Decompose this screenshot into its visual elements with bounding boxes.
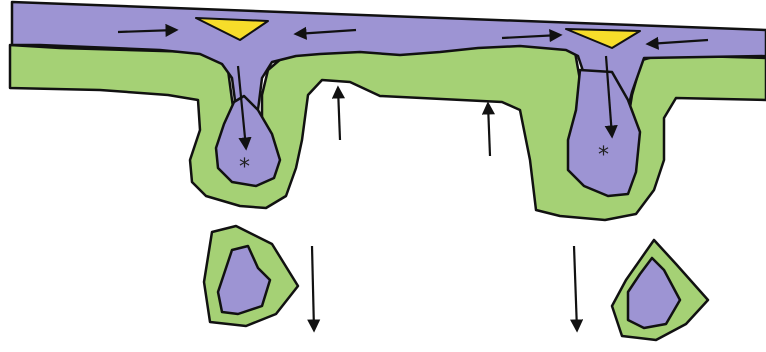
falling-arrow-right: [574, 246, 577, 330]
outer-layer-band: [10, 38, 766, 220]
upward-arrow-2: [488, 104, 490, 156]
falling-arrow-left: [312, 246, 314, 330]
fold-tip-marker-right: *: [598, 143, 609, 168]
upward-arrow-1: [338, 88, 340, 140]
fold-tip-marker-left: *: [239, 155, 250, 180]
